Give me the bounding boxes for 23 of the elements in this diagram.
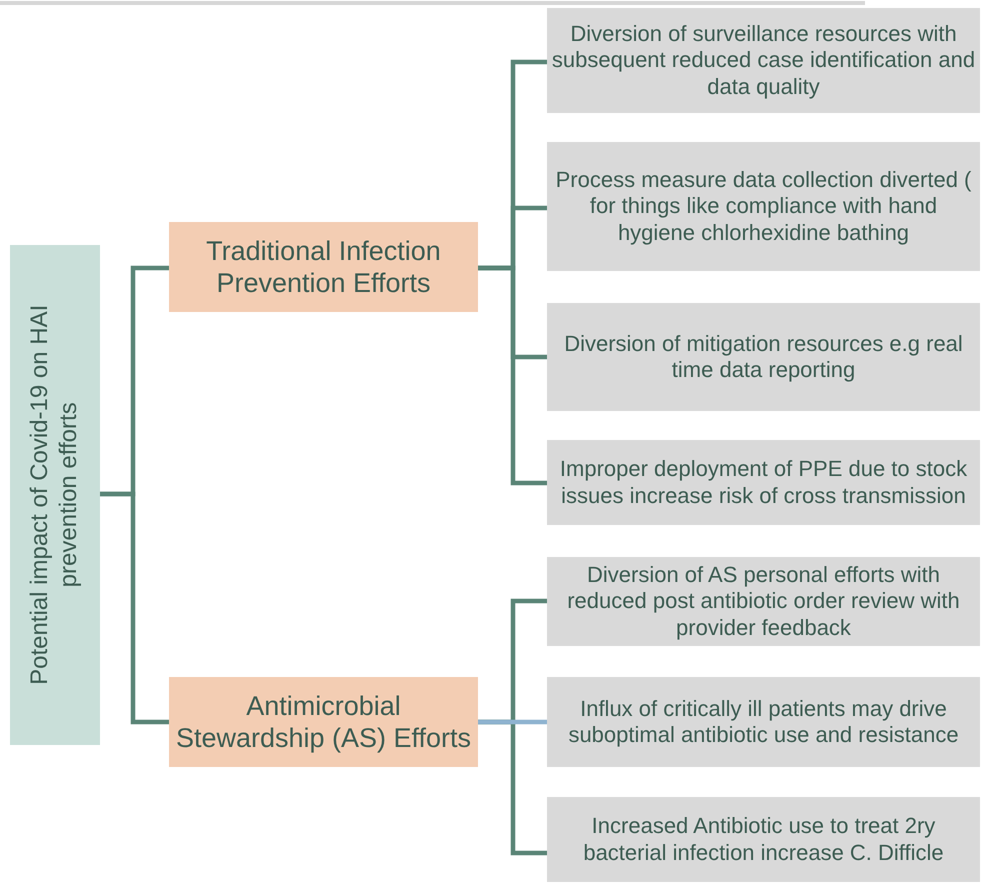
title-box	[10, 245, 100, 745]
connector-line	[478, 720, 547, 724]
impact-box	[547, 8, 980, 113]
box-text: Diversion of AS personal efforts with reduced post antibiotic order review with provider feedback	[566, 562, 961, 642]
box-text: Influx of critically ill patients may drive suboptimal antibiotic use and resistance	[567, 696, 960, 748]
impact-box	[547, 440, 980, 525]
box-text: Potential impact of Covid-19 on HAI prevention efforts	[26, 304, 83, 688]
connector-line	[100, 492, 169, 724]
box-text: Diversion of mitigation resources e.g real time data reporting	[563, 330, 964, 384]
box-text: Process measure data collection diverted ( for things like compliance with hand hygiene chlorhexidine bathing	[554, 166, 972, 246]
impact-box	[547, 303, 980, 411]
connector-line	[478, 266, 547, 486]
box-text: Antimicrobial Stewardship (AS) Efforts	[174, 690, 472, 754]
impact-box	[547, 677, 980, 767]
box-text: Diversion of surveillance resources with subsequent reduced case identification and data quality	[550, 20, 976, 100]
category-box	[169, 677, 478, 767]
impact-box	[547, 142, 980, 271]
category-box	[169, 222, 478, 312]
impact-box	[547, 557, 980, 646]
box-text: Increased Antibiotic use to treat 2ry bacterial infection increase C. Difficle	[582, 813, 945, 866]
impact-box	[547, 797, 980, 882]
box-text: Improper deployment of PPE due to stock issues increase risk of cross transmission	[558, 456, 968, 509]
box-text: Traditional Infection Prevention Efforts	[205, 234, 442, 300]
